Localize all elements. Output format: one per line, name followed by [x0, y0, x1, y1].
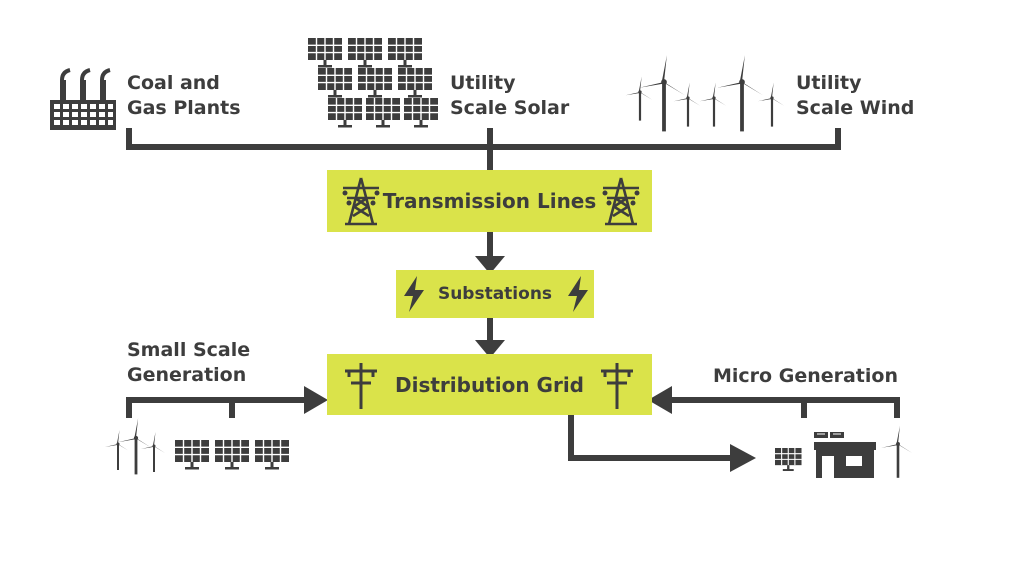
substations-box: Substations: [396, 270, 594, 318]
utility-pole-icon: [345, 363, 377, 409]
utility-pole-icon: [601, 363, 633, 409]
coal-gas-label: Coal and Gas Plants: [127, 72, 241, 119]
transmission-tower-icon: [602, 177, 640, 226]
factory-icon: [50, 68, 116, 130]
wind-turbine-icon: [105, 418, 165, 475]
arrow-down-icon: [475, 256, 505, 274]
distribution-grid-box: Distribution Grid: [327, 354, 652, 415]
house-icon: [814, 432, 876, 478]
lightning-bolt-icon: [404, 276, 424, 312]
transmission-lines-label: Transmission Lines: [382, 189, 597, 213]
distribution-grid-label: Distribution Grid: [394, 372, 584, 397]
wind-turbine-icon: [625, 55, 785, 132]
arrow-right-icon: [304, 386, 328, 414]
transmission-tower-icon: [342, 177, 380, 226]
solar-panel-icon: [174, 439, 290, 471]
small-scale-generation-label: Small Scale Generation: [127, 339, 251, 386]
solar-panel-icon: [307, 37, 439, 129]
utility-solar-label: Utility Scale Solar: [450, 72, 570, 119]
lightning-bolt-icon: [568, 276, 588, 312]
micro-generation-label: Micro Generation: [713, 365, 898, 387]
wind-turbine-icon: [881, 425, 913, 478]
substations-label: Substations: [437, 284, 553, 304]
utility-wind-label: Utility Scale Wind: [796, 72, 915, 119]
arrow-left-icon: [648, 386, 672, 414]
transmission-lines-box: Transmission Lines: [327, 170, 652, 232]
solar-panel-icon: [774, 447, 803, 472]
arrow-right-icon: [730, 444, 756, 472]
arrow-down-icon: [475, 340, 505, 358]
